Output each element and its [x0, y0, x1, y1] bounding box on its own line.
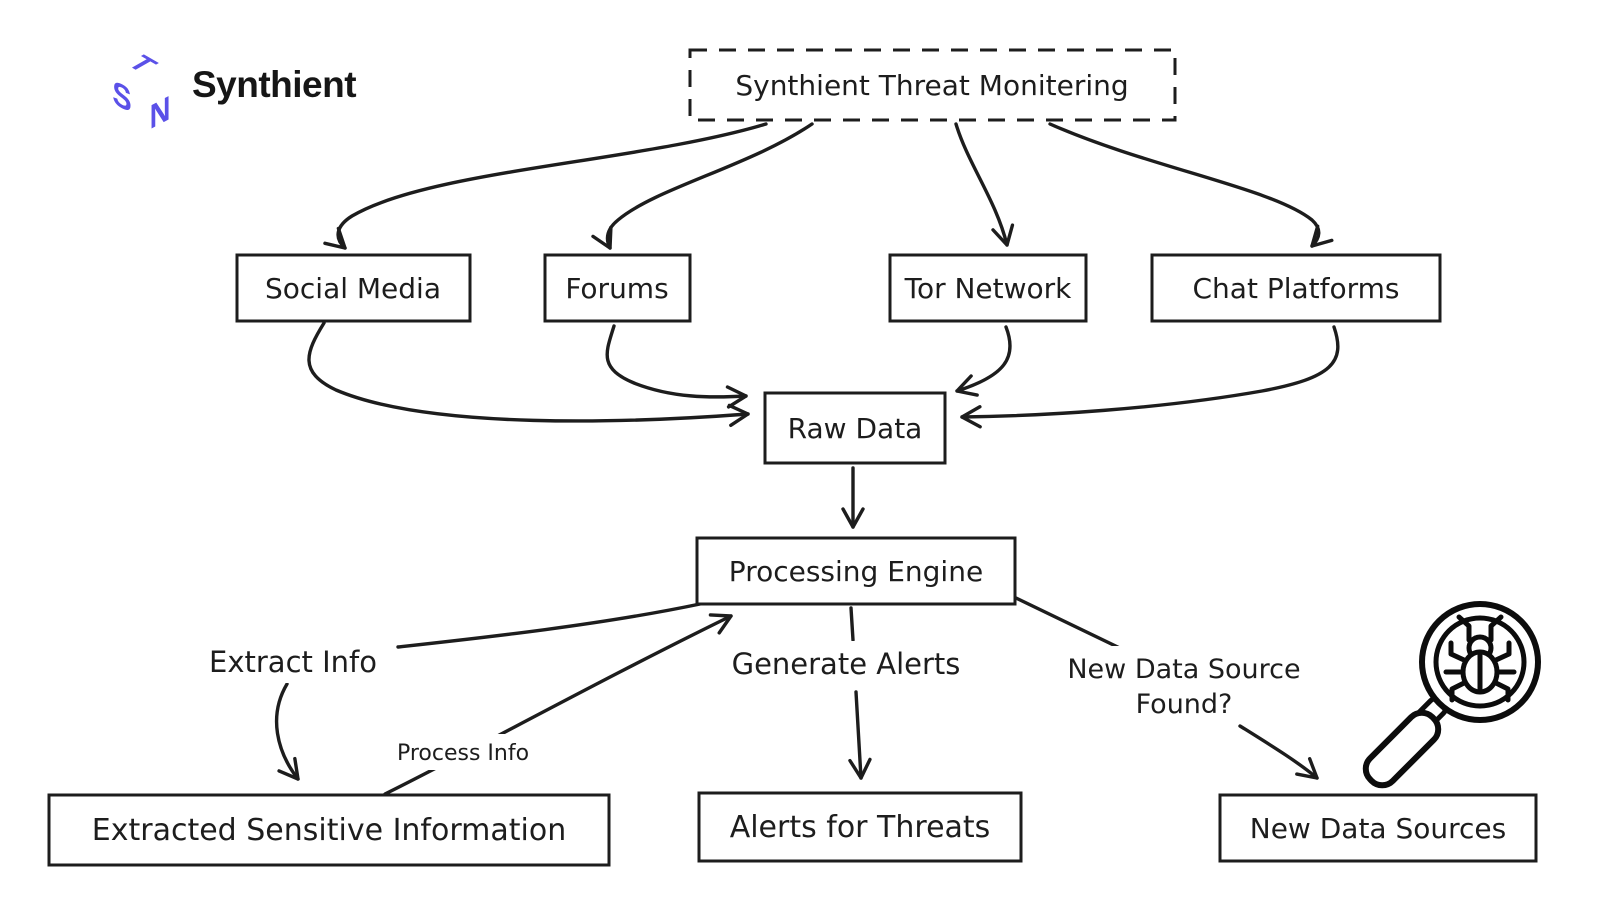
- extracted-info-label: Extracted Sensitive Information: [92, 813, 566, 848]
- edge-title-to-chat-platforms: [1048, 122, 1334, 248]
- bug-leg-right-top: [1493, 640, 1512, 663]
- chat-platforms-node: Chat Platforms: [1150, 253, 1442, 323]
- extract-info-label: Extract Info: [209, 645, 377, 679]
- alerts-node: Alerts for Threats: [697, 791, 1023, 863]
- edge-title-to-tor-network: [954, 122, 1015, 247]
- edge-extract-info-line: [396, 602, 702, 649]
- processing-engine-label: Processing Engine: [729, 555, 983, 588]
- social-media-node: Social Media: [235, 253, 472, 323]
- new-data-source-found-label-line1: New Data Source: [1067, 654, 1300, 685]
- bug-leg-right-bottom: [1493, 680, 1511, 703]
- synthient-logo: T S N Synthient: [112, 51, 356, 137]
- raw-data-box: [763, 391, 947, 465]
- nodes: Synthient Threat Monitering Social Media…: [47, 48, 1538, 867]
- bug-antenna-right: [1488, 614, 1504, 643]
- edge-title-to-social-media: [323, 122, 768, 250]
- edge-new-source-lower: [1238, 724, 1319, 780]
- chat-platforms-box: [1150, 253, 1442, 323]
- chat-platforms-label: Chat Platforms: [1192, 272, 1399, 305]
- extracted-info-node: Extracted Sensitive Information: [47, 793, 611, 867]
- synthient-logo-icon: T S N: [112, 51, 170, 137]
- forums-box: [543, 253, 692, 323]
- edge-labels: Extract Info Process Info Generate Alert…: [205, 641, 1324, 770]
- bug-leg-left-bottom: [1449, 680, 1467, 703]
- edges: [274, 122, 1340, 796]
- tor-network-box: [888, 253, 1088, 323]
- tor-network-node: Tor Network: [888, 253, 1088, 323]
- extracted-info-box: [47, 793, 611, 867]
- edge-extract-info-arrow: [274, 682, 300, 781]
- edge-generate-alerts-upper: [849, 606, 855, 642]
- title-node-box: [688, 48, 1177, 122]
- new-data-source-found-label-line2: Found?: [1136, 689, 1233, 720]
- edge-title-to-forums: [591, 122, 814, 250]
- edge-social-media-to-raw-data: [307, 321, 750, 428]
- title-node-label: Synthient Threat Monitering: [735, 69, 1128, 102]
- edge-tor-network-to-raw-data: [955, 325, 1012, 397]
- new-sources-node: New Data Sources: [1218, 793, 1538, 863]
- forums-label: Forums: [565, 272, 668, 305]
- edge-process-info-arrow: [383, 613, 733, 796]
- tor-network-label: Tor Network: [904, 272, 1073, 305]
- forums-node: Forums: [543, 253, 692, 323]
- social-media-box: [235, 253, 472, 323]
- bug-antenna-left: [1456, 614, 1472, 643]
- synthient-wordmark: Synthient: [192, 64, 356, 105]
- edge-generate-alerts-lower: [848, 690, 872, 780]
- new-source-label-bg: [1048, 646, 1324, 724]
- logo-letter-top: T: [120, 51, 164, 76]
- logo-letter-left: S: [112, 73, 131, 121]
- new-sources-label: New Data Sources: [1250, 812, 1506, 845]
- title-node: Synthient Threat Monitering: [688, 48, 1177, 122]
- alerts-box: [697, 791, 1023, 863]
- alerts-label: Alerts for Threats: [730, 810, 991, 845]
- bug-leg-left-top: [1448, 640, 1467, 663]
- generate-alerts-label-bg: [722, 641, 972, 685]
- extract-info-label-bg: [205, 641, 385, 683]
- processing-engine-node: Processing Engine: [695, 536, 1017, 606]
- process-info-label: Process Info: [397, 741, 529, 766]
- edge-forums-to-raw-data: [605, 324, 748, 409]
- magnifier-handle: [1362, 709, 1442, 789]
- generate-alerts-label: Generate Alerts: [732, 647, 961, 681]
- process-info-label-bg: [386, 734, 546, 770]
- social-media-label: Social Media: [265, 272, 441, 305]
- edge-chat-platforms-to-raw-data: [960, 325, 1340, 429]
- processing-engine-box: [695, 536, 1017, 606]
- raw-data-node: Raw Data: [763, 391, 947, 465]
- raw-data-label: Raw Data: [788, 412, 923, 445]
- new-sources-box: [1218, 793, 1538, 863]
- bug-search-icon: [1362, 601, 1541, 789]
- edge-new-source-upper: [1014, 596, 1130, 654]
- logo-letter-right: N: [150, 89, 171, 138]
- bug-glyph: [1443, 614, 1517, 703]
